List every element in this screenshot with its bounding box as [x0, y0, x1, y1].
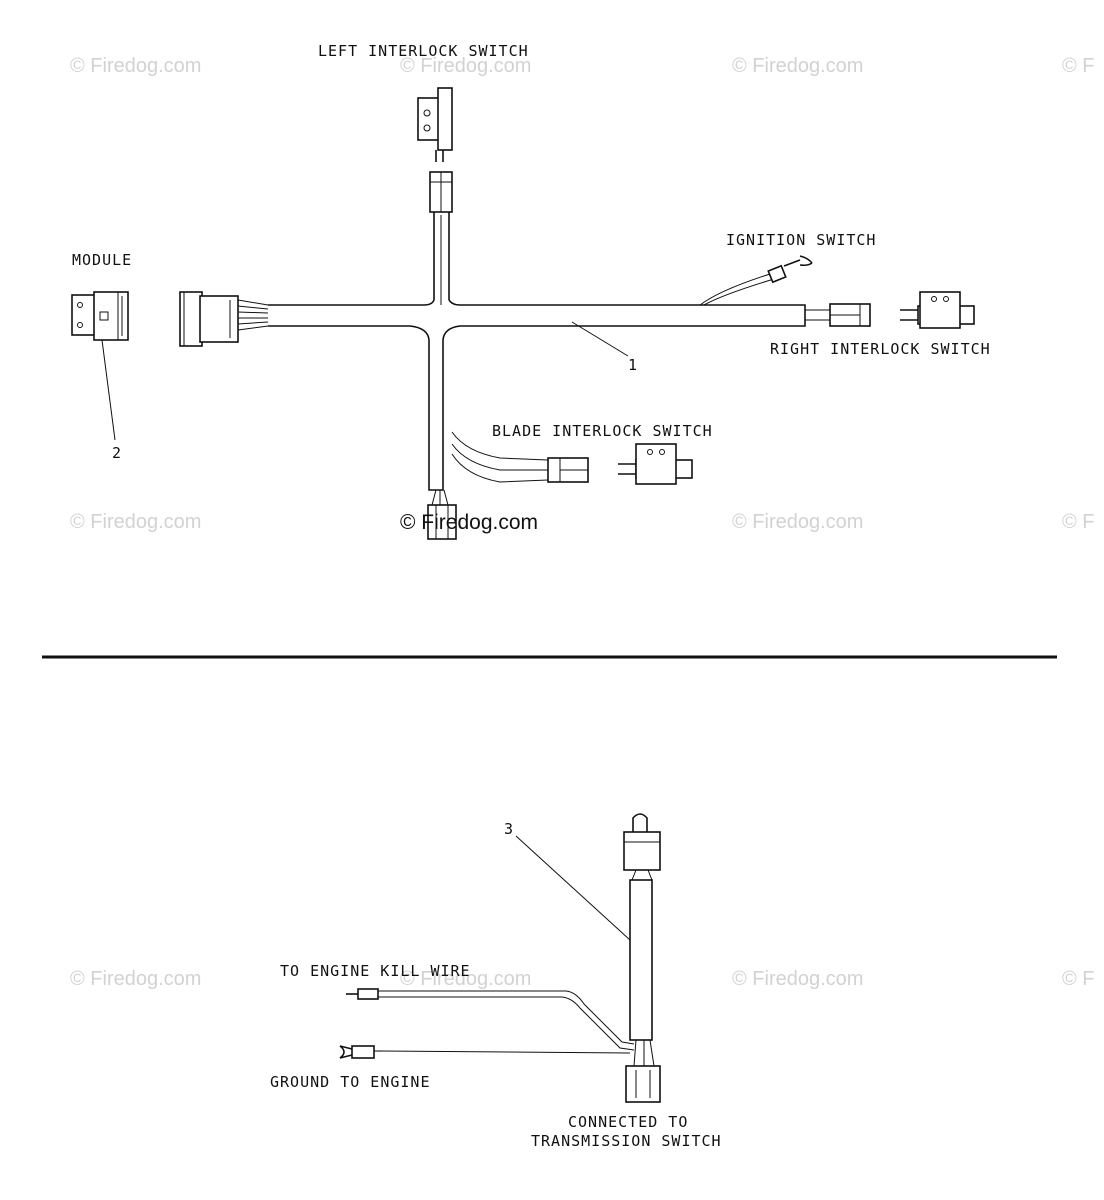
label-right-interlock: RIGHT INTERLOCK SWITCH — [770, 340, 991, 358]
label-ignition: IGNITION SWITCH — [726, 231, 876, 249]
watermark: © Firedog.com — [70, 55, 201, 77]
label-connected-line1: CONNECTED TO — [568, 1113, 688, 1131]
callout-2: 2 — [112, 444, 122, 462]
watermark: © Firedog.com — [400, 55, 531, 77]
transmission-connector — [625, 1065, 661, 1103]
watermark: © Firedog.com — [732, 511, 863, 533]
left-interlock-connector — [429, 171, 453, 213]
callout-leader — [571, 321, 629, 357]
ground-terminal — [339, 1045, 375, 1059]
watermark: © F — [1062, 511, 1095, 533]
left-interlock-switch — [417, 87, 453, 162]
watermark: © F — [1062, 55, 1095, 77]
label-ground: GROUND TO ENGINE — [270, 1073, 431, 1091]
watermark: © Firedog.com — [70, 511, 201, 533]
callout-leader — [101, 339, 116, 441]
callout-leader — [515, 835, 631, 941]
watermark: © F — [1062, 968, 1095, 990]
adapter-harness — [373, 813, 661, 1067]
label-left-interlock: LEFT INTERLOCK SWITCH — [318, 42, 529, 60]
blade-interlock-switch — [618, 443, 693, 485]
module — [71, 291, 129, 341]
watermark: © Firedog.com — [732, 55, 863, 77]
callout-3: 3 — [504, 820, 514, 838]
callout-1: 1 — [628, 356, 638, 374]
ignition-terminal — [767, 255, 813, 284]
blade-interlock-connector — [547, 457, 589, 483]
engine-kill-terminal — [346, 988, 379, 1000]
label-connected-line2: TRANSMISSION SWITCH — [531, 1132, 722, 1150]
watermark: © Firedog.com — [400, 968, 531, 990]
copyright-text: © Firedog.com — [400, 511, 538, 534]
main-harness — [237, 212, 830, 506]
right-interlock-connector — [829, 303, 871, 327]
label-engine-kill: TO ENGINE KILL WIRE — [280, 962, 471, 980]
module-harness-connector — [179, 291, 239, 347]
label-module: MODULE — [72, 251, 132, 269]
watermarks: © Firedog.com © Firedog.com © Firedog.co… — [70, 55, 1095, 990]
watermark: © Firedog.com — [732, 968, 863, 990]
harness-bottom-connector — [427, 504, 457, 540]
right-interlock-switch — [900, 291, 975, 329]
label-blade-interlock: BLADE INTERLOCK SWITCH — [492, 422, 713, 440]
watermark: © Firedog.com — [70, 968, 201, 990]
